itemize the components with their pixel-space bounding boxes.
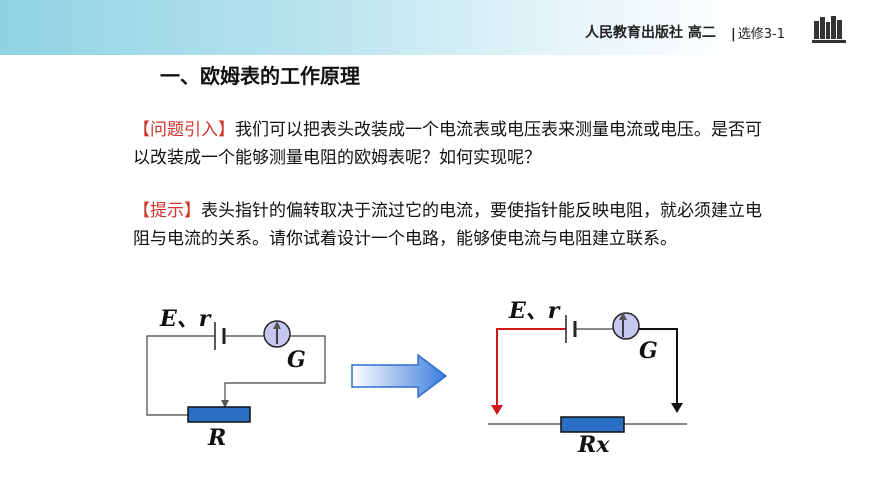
resistor-rx: [560, 416, 625, 433]
galvanometer-right: [612, 312, 640, 340]
books-icon: [812, 16, 846, 43]
header-banner: [0, 0, 870, 55]
galvanometer-label-right: G: [639, 338, 658, 364]
black-probe-lead: [639, 328, 683, 413]
publisher-name: 人民教育出版社 高二: [585, 25, 716, 41]
transform-arrow: [351, 353, 448, 399]
resistor-label-left: R: [207, 425, 226, 451]
emf-label-left: E、r: [159, 306, 212, 332]
question-tag: 【问题引入】: [133, 120, 235, 140]
galvanometer-label-left: G: [287, 347, 306, 373]
course-name: 选修3-1: [737, 27, 785, 42]
resistor-left: [187, 406, 251, 423]
hint-paragraph: 【提示】表头指针的偏转取决于流过它的电流，要使指针能反映电阻，就必须建立电阻与电…: [133, 197, 773, 253]
hint-text: 表头指针的偏转取决于流过它的电流，要使指针能反映电阻，就必须建立电阻与电流的关系…: [133, 201, 762, 249]
course-label: |选修3-1: [731, 23, 785, 42]
left-circuit: E、r G R: [146, 306, 326, 451]
emf-label-right: E、r: [508, 298, 561, 324]
hint-tag: 【提示】: [133, 201, 201, 221]
question-text: 我们可以把表头改装成一个电流表或电压表来测量电流或电压。是否可以改装成一个能够测…: [133, 120, 762, 168]
header-separator: |: [731, 27, 736, 42]
section-title: 一、欧姆表的工作原理: [160, 64, 360, 88]
resistor-label-right: Rx: [577, 432, 610, 458]
right-circuit: E、r G Rx: [488, 298, 687, 458]
red-probe-lead: [491, 328, 566, 415]
question-paragraph: 【问题引入】我们可以把表头改装成一个电流表或电压表来测量电流或电压。是否可以改装…: [133, 116, 773, 172]
